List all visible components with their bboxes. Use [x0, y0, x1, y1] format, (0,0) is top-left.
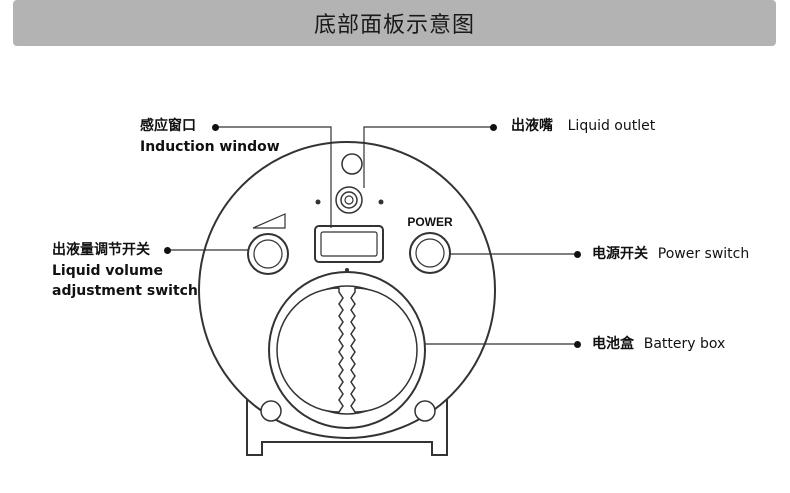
- callout-dot-power: [574, 251, 581, 258]
- label-volume-switch-cn: 出液量调节开关: [52, 242, 150, 258]
- label-battery-box-en: Battery box: [643, 336, 726, 352]
- top-hole: [341, 153, 363, 175]
- label-power-switch-en: Power switch: [657, 246, 750, 262]
- volume-wedge-icon: [252, 213, 286, 229]
- screw-left: [260, 400, 282, 422]
- label-volume-switch-en1: Liquid volume: [52, 263, 163, 279]
- leader-induction: [216, 126, 332, 228]
- label-liquid-outlet-en: Liquid outlet: [567, 118, 656, 134]
- label-induction-window-cn: 感应窗口: [140, 118, 196, 134]
- callout-dot-battery: [574, 341, 581, 348]
- label-battery-box-cn: 电池盒: [592, 336, 634, 352]
- callout-dot-volume: [164, 247, 171, 254]
- label-battery-box: 电池盒 Battery box: [592, 334, 725, 354]
- label-power-switch-cn: 电源开关: [592, 246, 648, 262]
- label-induction-window-en: Induction window: [140, 139, 280, 155]
- power-label: POWER: [407, 215, 453, 229]
- callout-dot-induction: [212, 124, 219, 131]
- label-liquid-outlet: 出液嘴 Liquid outlet: [511, 116, 655, 136]
- title-banner: 底部面板示意图: [13, 0, 776, 46]
- induction-window: [314, 225, 384, 263]
- battery-grip-right: [350, 287, 418, 413]
- battery-grip-left: [276, 287, 344, 413]
- callout-dot-outlet: [490, 124, 497, 131]
- leader-outlet: [363, 126, 493, 188]
- screw-right: [414, 400, 436, 422]
- liquid-outlet-nozzle: [335, 186, 363, 214]
- label-liquid-outlet-cn: 出液嘴: [511, 118, 553, 134]
- label-volume-switch-en2: adjustment switch: [52, 283, 198, 299]
- label-power-switch: 电源开关 Power switch: [592, 244, 749, 264]
- page-title: 底部面板示意图: [313, 13, 475, 38]
